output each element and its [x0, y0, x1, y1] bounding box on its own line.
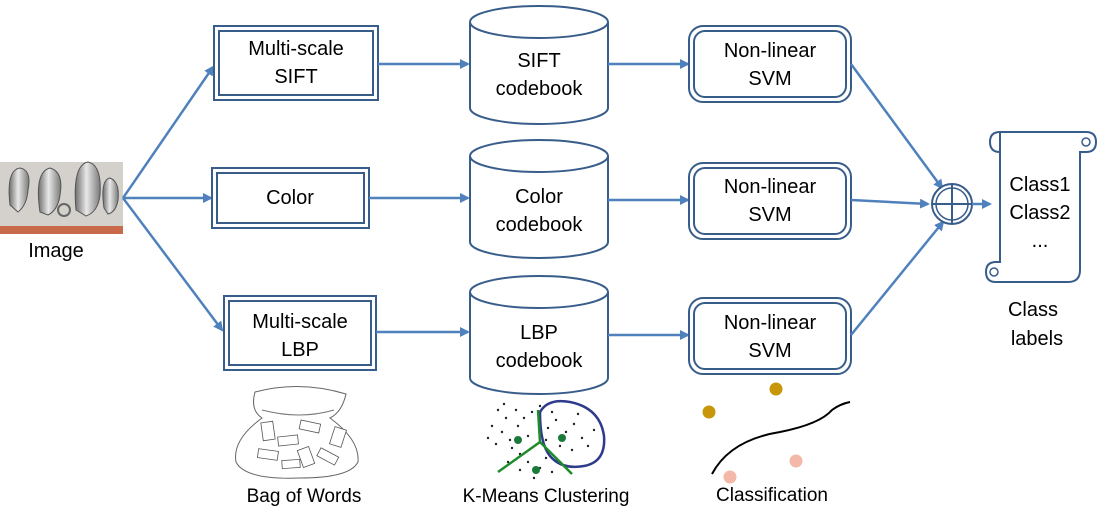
svm-2-line1: Non-linear	[724, 176, 817, 198]
classification-illustration	[702, 382, 851, 484]
svm-box-1: Non-linear SVM	[688, 25, 852, 103]
codebook-sift-line1: SIFT	[517, 50, 560, 72]
svm-3-line2: SVM	[748, 340, 791, 362]
feature-lbp-line1: Multi-scale	[252, 311, 348, 333]
kmeans-illustration	[486, 399, 606, 480]
svm-1-line1: Non-linear	[724, 40, 817, 62]
codebook-sift-line2: codebook	[496, 78, 584, 100]
feature-box-color: Color	[211, 167, 370, 229]
feature-lbp-line2: LBP	[281, 339, 319, 361]
codebook-sift: SIFT codebook	[469, 5, 609, 125]
fusion-plus-icon	[931, 183, 973, 225]
svm-box-2: Non-linear SVM	[688, 162, 852, 240]
scroll-line1: Class1	[1009, 174, 1070, 196]
feature-sift-line1: Multi-scale	[248, 38, 344, 60]
scroll-line2: Class2	[1009, 202, 1070, 224]
scroll-line3: ...	[1032, 230, 1049, 252]
feature-sift-line2: SIFT	[274, 66, 317, 88]
codebook-lbp-line1: LBP	[520, 322, 558, 344]
arrow-svm1-to-fusion	[849, 63, 944, 190]
output-caption-line2: labels	[1011, 328, 1063, 350]
kmeans-caption: K-Means Clustering	[463, 486, 630, 507]
output-caption-line1: Class	[1008, 299, 1058, 321]
codebook-color-line1: Color	[515, 186, 563, 208]
codebook-lbp-line2: codebook	[496, 350, 584, 372]
arrow-svm3-to-fusion	[850, 220, 945, 336]
feature-color-label: Color	[266, 187, 314, 209]
svm-2-line2: SVM	[748, 204, 791, 226]
arrow-svm2-to-fusion	[850, 198, 930, 209]
arrow-image-to-sift	[121, 65, 215, 199]
svm-box-3: Non-linear SVM	[688, 297, 852, 375]
image-caption: Image	[28, 240, 84, 262]
input-image	[0, 161, 123, 234]
class-scroll-icon: Class1 Class2 ...	[984, 131, 1098, 283]
feature-box-lbp: Multi-scale LBP	[223, 295, 377, 371]
codebook-lbp: LBP codebook	[469, 275, 609, 395]
bag-of-words-illustration	[235, 386, 359, 479]
codebook-color: Color codebook	[469, 139, 609, 259]
bag-of-words-caption: Bag of Words	[247, 486, 362, 507]
svm-3-line1: Non-linear	[724, 312, 817, 334]
classification-caption: Classification	[716, 485, 828, 506]
codebook-color-line2: codebook	[496, 214, 584, 236]
feature-box-sift: Multi-scale SIFT	[213, 25, 379, 101]
arrow-image-to-lbp	[122, 197, 224, 332]
svm-1-line2: SVM	[748, 68, 791, 90]
